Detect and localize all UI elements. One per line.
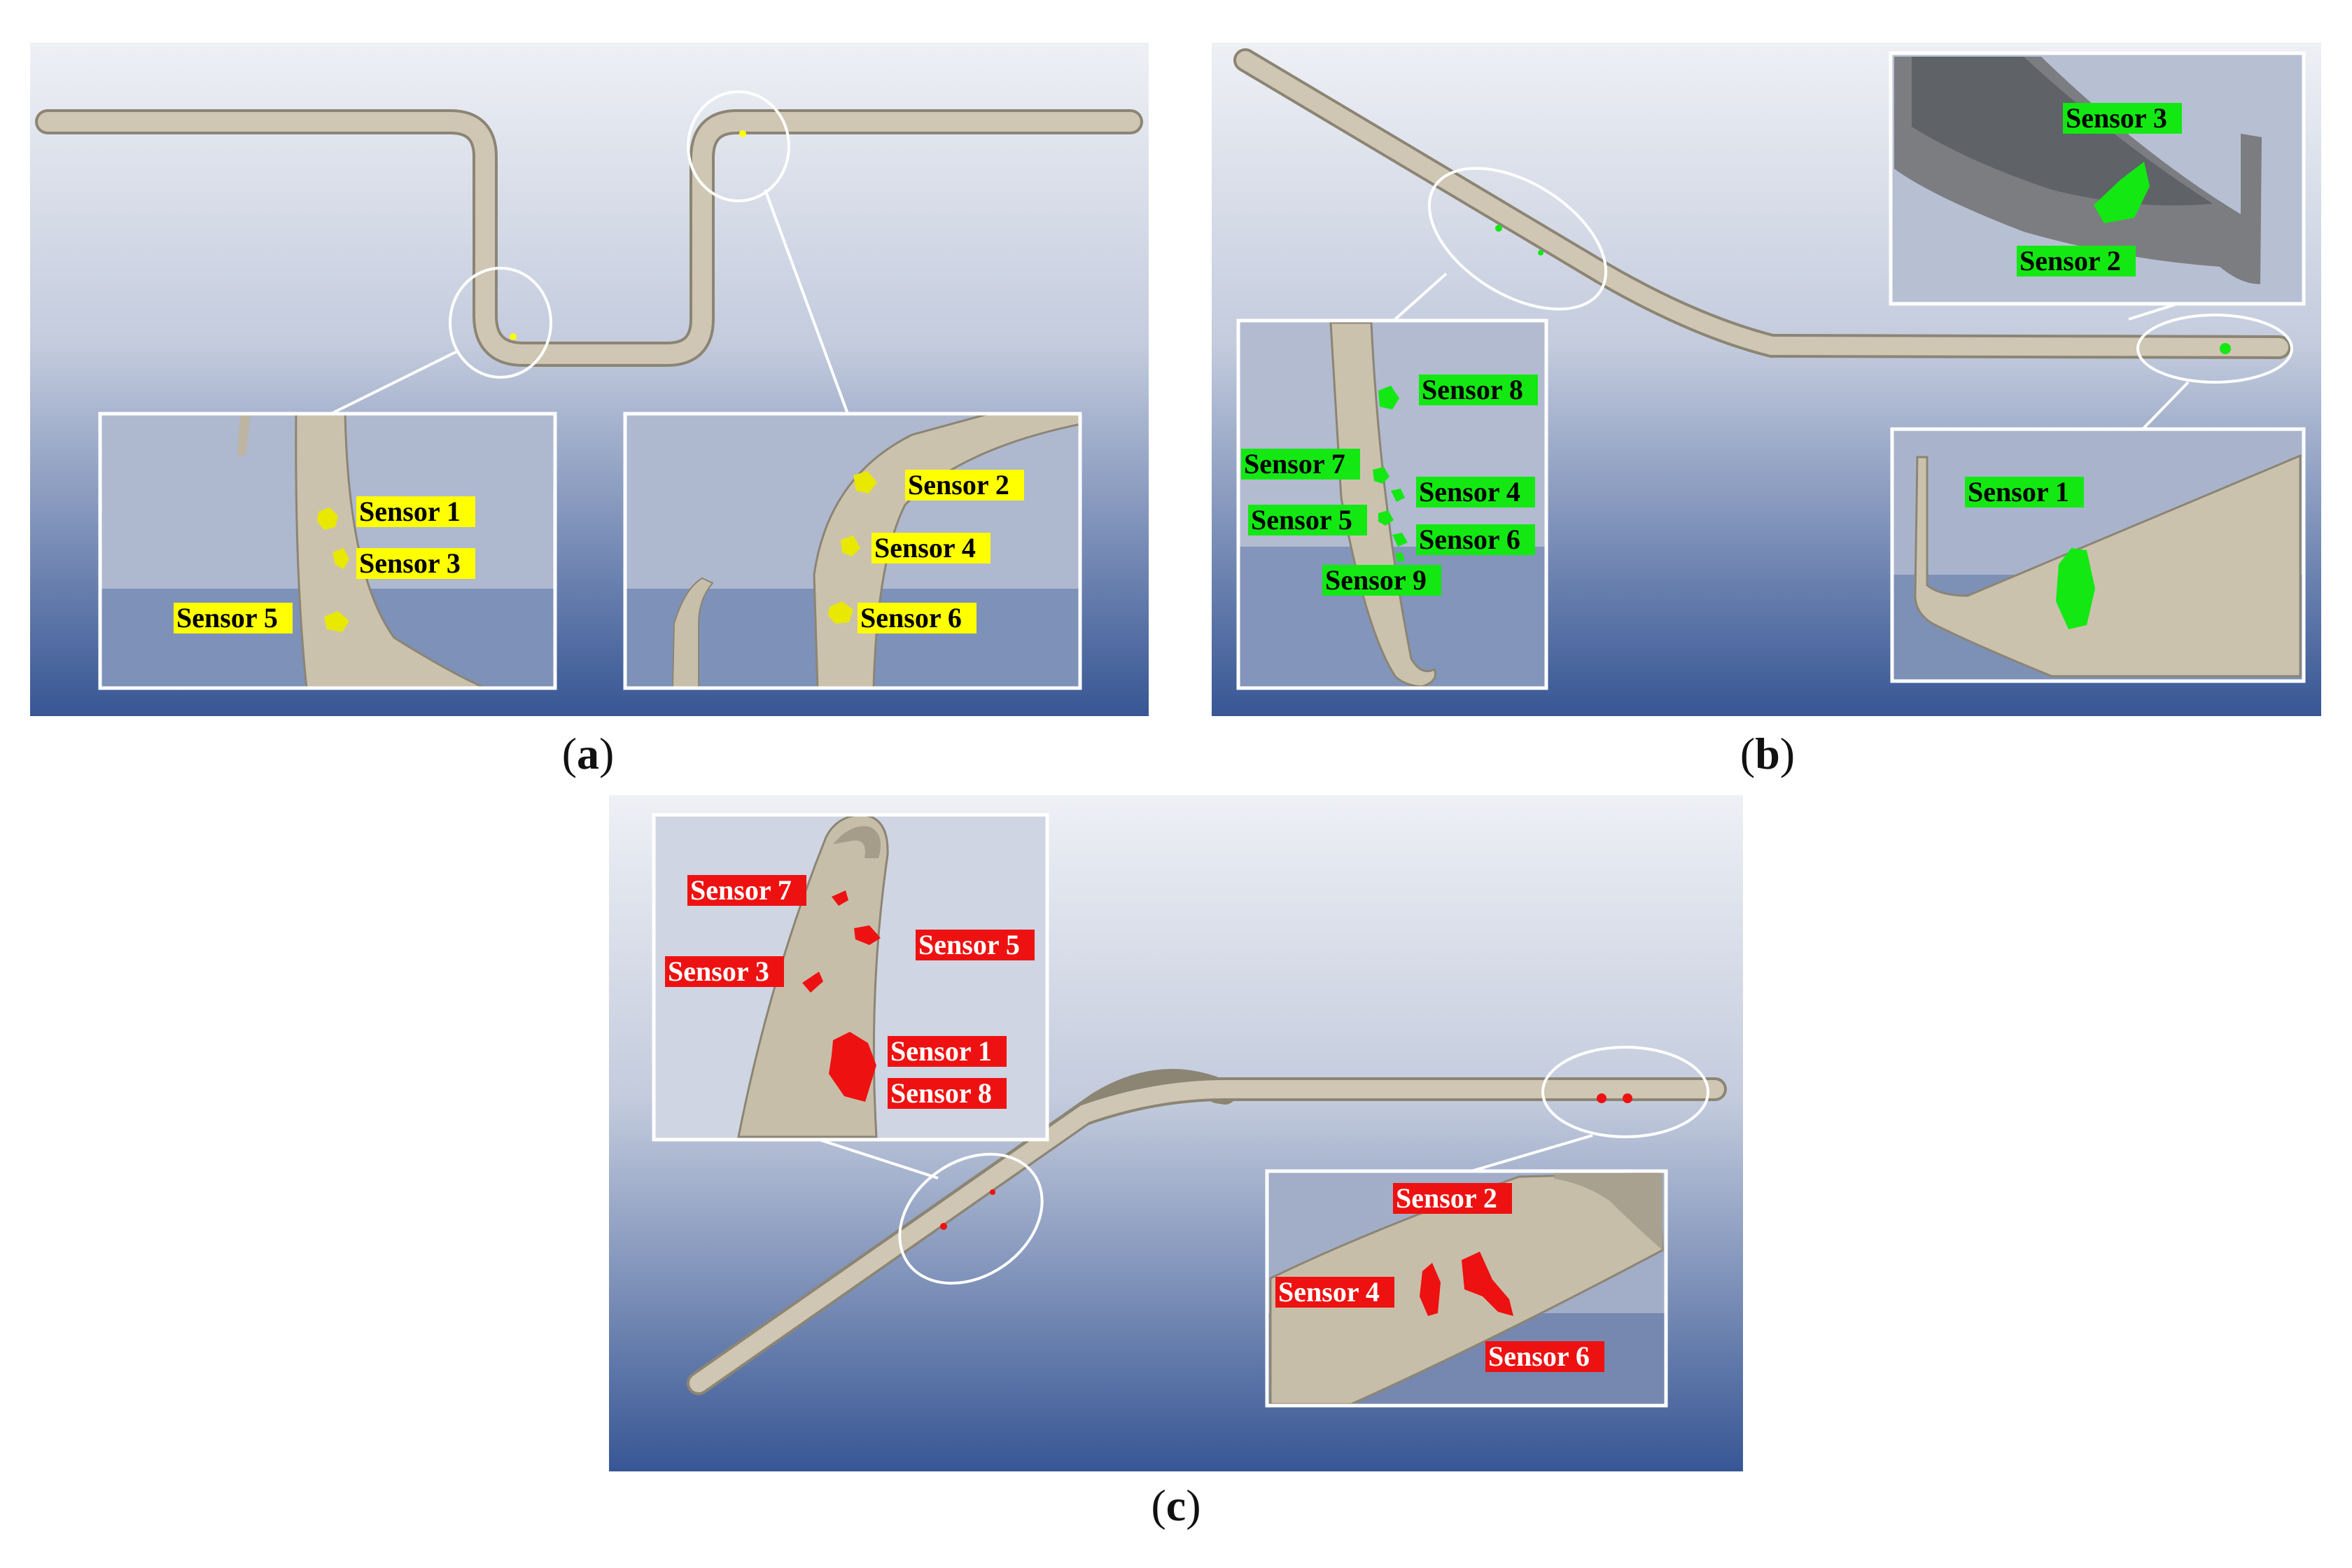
label-sensor-3: Sensor 3 bbox=[668, 955, 769, 987]
caption-close: ) bbox=[1779, 729, 1795, 778]
label-sensor-4: Sensor 4 bbox=[1419, 476, 1520, 507]
label-sensor-4: Sensor 4 bbox=[1278, 1276, 1380, 1308]
label-sensor-3: Sensor 3 bbox=[2066, 102, 2167, 134]
label-sensor-2: Sensor 2 bbox=[908, 469, 1009, 500]
sensor-dot bbox=[2220, 343, 2231, 354]
sensor-dot bbox=[990, 1189, 995, 1195]
label-sensor-6: Sensor 6 bbox=[860, 602, 962, 634]
label-sensor-6: Sensor 6 bbox=[1419, 524, 1520, 555]
sensor-dot bbox=[739, 130, 746, 137]
panel-a: Sensor 1 Sensor 3 Sensor 5 Sensor 2 Sens… bbox=[30, 43, 1149, 716]
caption-b: (b) bbox=[1698, 728, 1837, 780]
caption-letter: a bbox=[577, 729, 599, 778]
label-sensor-5: Sensor 5 bbox=[918, 929, 1020, 960]
callout-line bbox=[2128, 302, 2178, 321]
label-sensor-5: Sensor 5 bbox=[176, 602, 278, 634]
label-sensor-1: Sensor 1 bbox=[890, 1035, 992, 1067]
zoom-box-left: Sensor 8 Sensor 7 Sensor 4 Sensor 5 Sens… bbox=[1236, 318, 1548, 690]
callout-line bbox=[764, 189, 849, 414]
sensor-dot bbox=[1623, 1093, 1632, 1103]
zoom-left-labels: Sensor 1 Sensor 3 Sensor 5 bbox=[174, 496, 475, 634]
caption-open: ( bbox=[1151, 1480, 1166, 1530]
zoom-box-top-right: Sensor 3 Sensor 2 bbox=[1889, 51, 2306, 306]
panel-c: Sensor 7 Sensor 5 Sensor 3 Sensor 1 Sens… bbox=[609, 795, 1743, 1471]
label-sensor-1: Sensor 1 bbox=[359, 496, 461, 527]
zoom-box-right bbox=[623, 412, 1082, 690]
highlight-ellipse bbox=[449, 267, 552, 379]
panel-b: Sensor 3 Sensor 2 Sensor 1 bbox=[1212, 43, 2321, 716]
highlight-ellipse bbox=[2136, 314, 2293, 384]
panel-b-scene: Sensor 3 Sensor 2 Sensor 1 bbox=[1212, 43, 2321, 716]
label-sensor-8: Sensor 8 bbox=[1422, 374, 1523, 405]
label-sensor-1: Sensor 1 bbox=[1968, 476, 2069, 507]
label-sensor-7: Sensor 7 bbox=[1244, 448, 1345, 479]
zoom-right-labels: Sensor 2 Sensor 4 Sensor 6 bbox=[858, 469, 1024, 634]
caption-letter: c bbox=[1166, 1480, 1186, 1530]
zoom-box-left bbox=[98, 412, 557, 690]
label-sensor-5: Sensor 5 bbox=[1251, 504, 1352, 536]
highlight-ellipse bbox=[687, 90, 790, 202]
caption-open: ( bbox=[561, 729, 577, 778]
caption-c: (c) bbox=[1106, 1480, 1246, 1532]
caption-letter: b bbox=[1755, 729, 1780, 778]
label-sensor-6: Sensor 6 bbox=[1488, 1340, 1590, 1372]
zoom-box-bottom-right: Sensor 2 Sensor 4 Sensor 6 bbox=[1265, 1169, 1668, 1408]
label-sensor-2: Sensor 2 bbox=[1396, 1182, 1497, 1214]
caption-open: ( bbox=[1740, 729, 1756, 778]
highlight-ellipse bbox=[1541, 1046, 1709, 1138]
label-sensor-8: Sensor 8 bbox=[890, 1077, 992, 1109]
zoom-box-top-left: Sensor 7 Sensor 5 Sensor 3 Sensor 1 Sens… bbox=[652, 813, 1049, 1142]
sensor-dot bbox=[940, 1223, 947, 1230]
label-sensor-9: Sensor 9 bbox=[1325, 564, 1427, 596]
sensor-dot bbox=[1597, 1093, 1606, 1103]
zoom-box-bottom-right: Sensor 1 bbox=[1890, 427, 2306, 683]
label-sensor-4: Sensor 4 bbox=[874, 532, 976, 564]
sensor-dot bbox=[1495, 225, 1502, 232]
callout-line bbox=[330, 349, 459, 415]
pipe-a-surface bbox=[38, 112, 1140, 364]
callout-line bbox=[2141, 381, 2190, 430]
highlight-ellipse bbox=[898, 1152, 1044, 1285]
pipe-b-surface bbox=[1236, 51, 2288, 356]
panel-a-scene: Sensor 1 Sensor 3 Sensor 5 Sensor 2 Sens… bbox=[30, 43, 1149, 716]
caption-a: (a) bbox=[518, 728, 658, 780]
caption-close: ) bbox=[599, 729, 615, 778]
caption-close: ) bbox=[1186, 1480, 1201, 1530]
pipe-c-surface bbox=[690, 1080, 1724, 1392]
label-sensor-2: Sensor 2 bbox=[2019, 245, 2121, 276]
callout-line bbox=[1471, 1134, 1593, 1172]
label-sensor-3: Sensor 3 bbox=[359, 547, 461, 579]
label-sensor-7: Sensor 7 bbox=[690, 874, 792, 906]
callout-line bbox=[1392, 272, 1448, 322]
sensor-dot bbox=[510, 333, 517, 340]
sensor-dot bbox=[1538, 250, 1544, 255]
panel-c-scene: Sensor 7 Sensor 5 Sensor 3 Sensor 1 Sens… bbox=[609, 795, 1743, 1471]
callout-line bbox=[818, 1138, 939, 1180]
highlight-ellipse bbox=[1427, 167, 1608, 311]
